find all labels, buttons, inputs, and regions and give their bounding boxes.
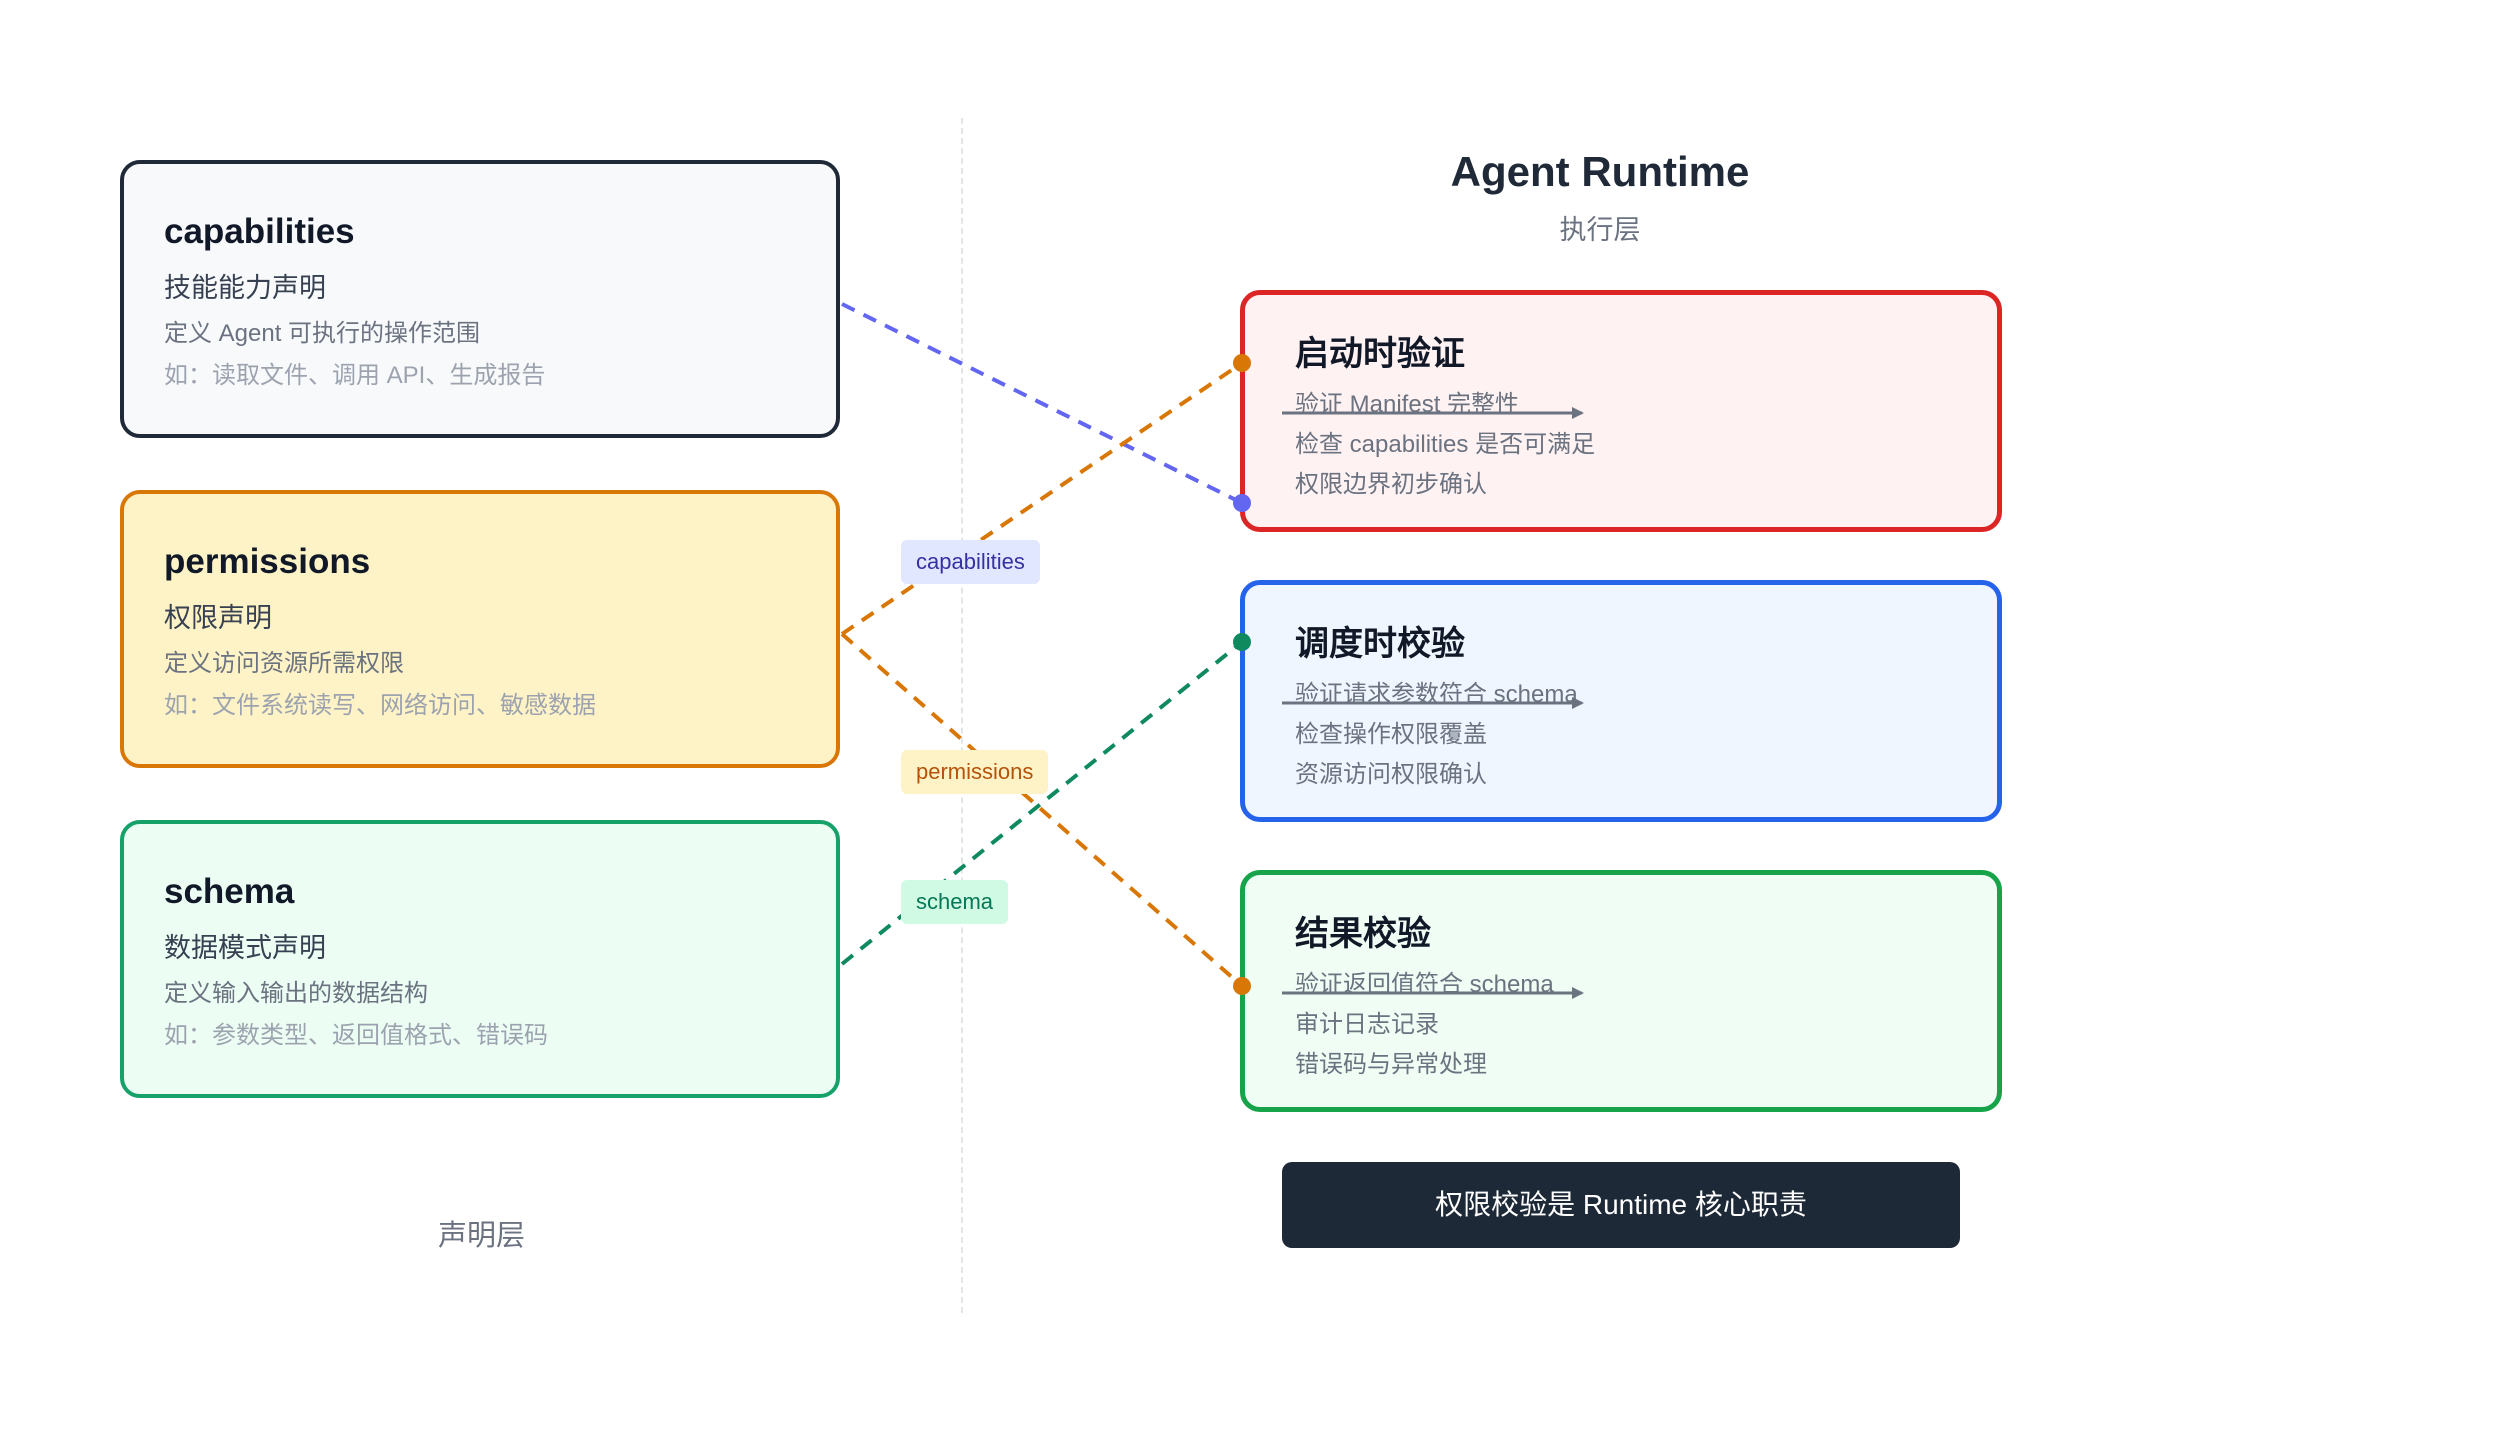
check-item: 检查 capabilities 是否可满足: [1295, 431, 1596, 458]
capabilities-connector-label: capabilities: [901, 540, 1040, 584]
box-description: 定义输入输出的数据结构: [164, 980, 428, 1007]
check-item: 资源访问权限确认: [1295, 761, 1487, 788]
core-responsibility-banner: 权限校验是 Runtime 核心职责: [1282, 1162, 1960, 1248]
schema-connector-label: schema: [901, 880, 1009, 924]
check-item: 权限边界初步确认: [1295, 471, 1487, 498]
box-title: 启动时验证: [1295, 335, 1465, 373]
layer-divider: [961, 118, 963, 1313]
box-example: 如：文件系统读写、网络访问、敏感数据: [164, 692, 596, 719]
permissions-connector-label: permissions: [901, 750, 1049, 794]
runtime-subtitle: 执行层: [1559, 215, 1641, 245]
check-item: 审计日志记录: [1295, 1011, 1439, 1038]
declaration-layer-label: 声明层: [438, 1220, 526, 1252]
box-subtitle: 技能能力声明: [164, 273, 326, 303]
result-validation-box: 结果校验 验证返回值符合 schema 审计日志记录 错误码与异常处理: [1240, 870, 2002, 1112]
permissions-box: permissions 权限声明 定义访问资源所需权限 如：文件系统读写、网络访…: [120, 490, 840, 768]
box-subtitle: 权限声明: [164, 603, 272, 633]
box-title: 结果校验: [1295, 915, 1431, 953]
box-title: 调度时校验: [1295, 625, 1465, 663]
dispatch-validation-box: 调度时校验 验证请求参数符合 schema 检查操作权限覆盖 资源访问权限确认: [1240, 580, 2002, 822]
box-description: 定义访问资源所需权限: [164, 650, 404, 677]
check-item: 检查操作权限覆盖: [1295, 721, 1487, 748]
check-item: 错误码与异常处理: [1295, 1051, 1487, 1078]
startup-validation-box: 启动时验证 验证 Manifest 完整性 检查 capabilities 是否…: [1240, 290, 2002, 532]
runtime-title: Agent Runtime: [1450, 148, 1750, 195]
check-item: 验证 Manifest 完整性: [1295, 391, 1520, 418]
schema-box: schema 数据模式声明 定义输入输出的数据结构 如：参数类型、返回值格式、错…: [120, 820, 840, 1098]
check-item: 验证返回值符合 schema: [1295, 971, 1554, 998]
permissions-to-startup-connector: [840, 361, 1244, 636]
box-example: 如：参数类型、返回值格式、错误码: [164, 1022, 548, 1049]
box-title: capabilities: [164, 212, 355, 251]
box-title: schema: [164, 872, 295, 911]
permissions-to-result-connector: [840, 632, 1244, 988]
check-item: 验证请求参数符合 schema: [1295, 681, 1578, 708]
capabilities-box: capabilities 技能能力声明 定义 Agent 可执行的操作范围 如：…: [120, 160, 840, 438]
box-description: 定义 Agent 可执行的操作范围: [164, 320, 481, 347]
box-subtitle: 数据模式声明: [164, 933, 326, 963]
capabilities-connector: [841, 302, 1243, 505]
box-title: permissions: [164, 542, 371, 581]
box-example: 如：读取文件、调用 API、生成报告: [164, 362, 546, 389]
